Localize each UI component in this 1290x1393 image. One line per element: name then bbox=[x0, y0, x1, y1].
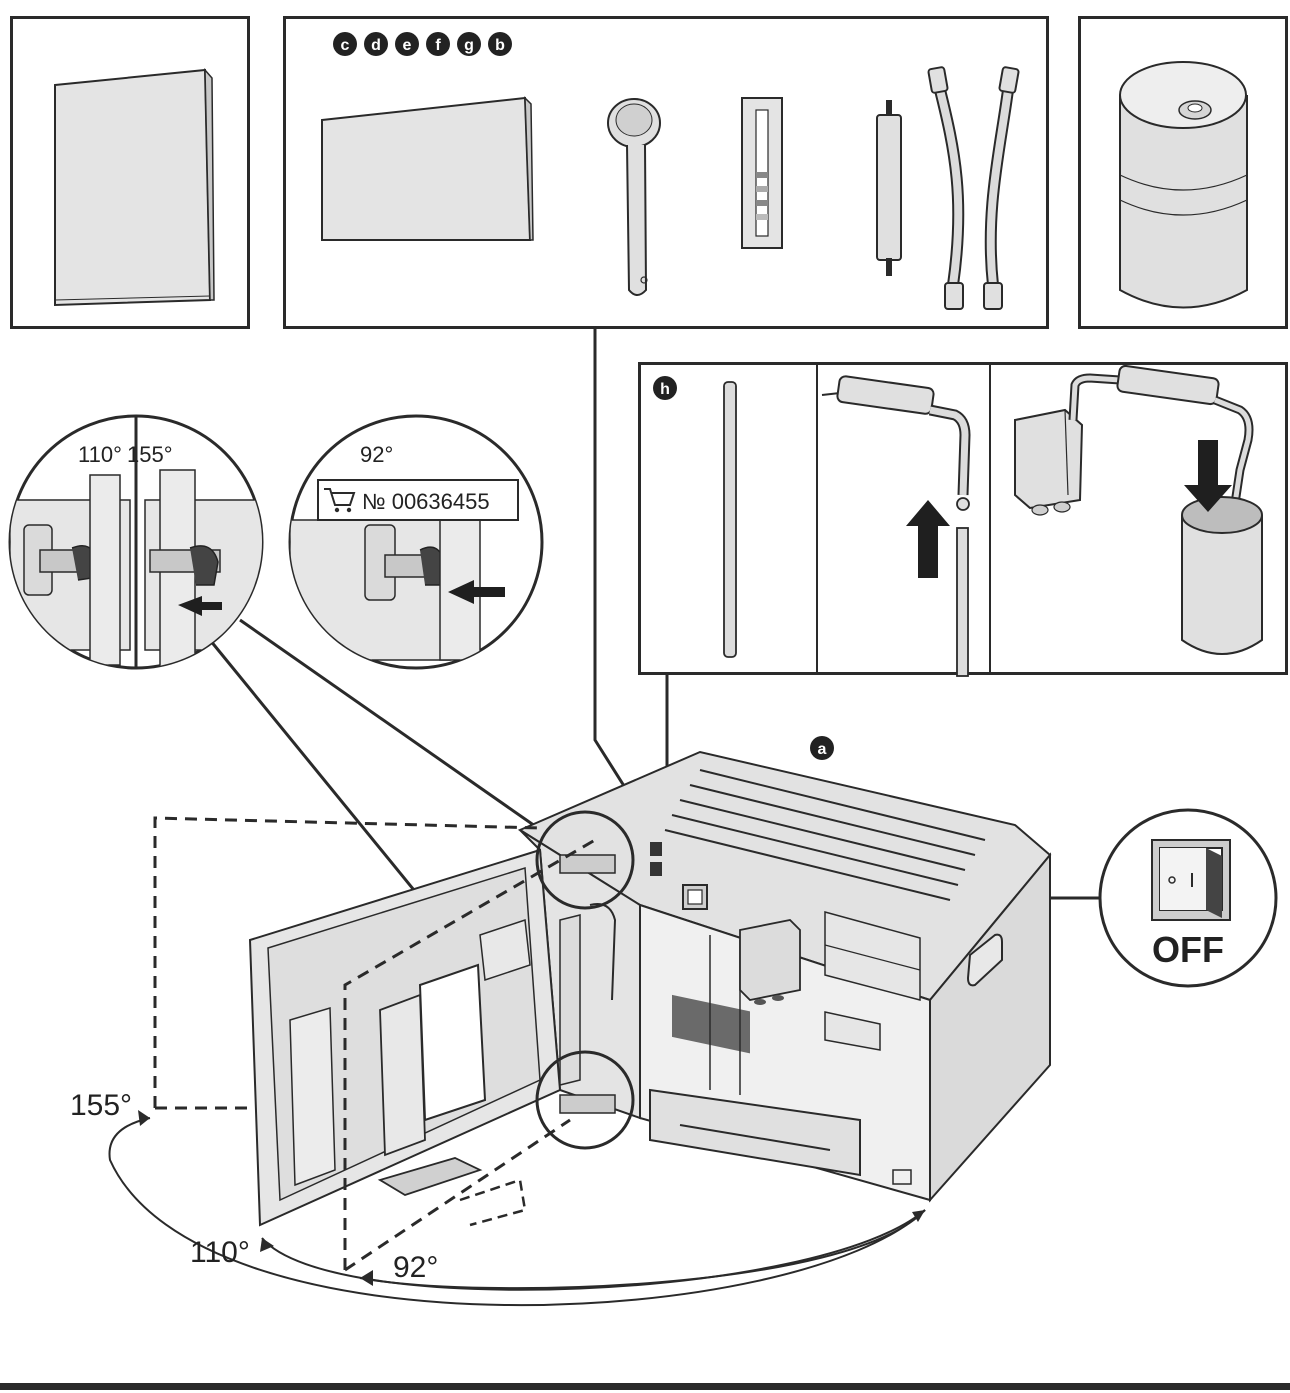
badge-d: d bbox=[371, 37, 381, 54]
milk-container-illustration bbox=[1119, 61, 1248, 309]
hinge-angle-155-label: 155° bbox=[127, 442, 173, 467]
badge-h: h bbox=[660, 381, 670, 398]
power-switch[interactable] bbox=[682, 884, 708, 910]
hinge-zoom-left: 110° 155° bbox=[8, 414, 264, 670]
part-number-label: № 00636455 bbox=[362, 489, 490, 514]
test-strip-icon bbox=[741, 97, 783, 249]
arrow-down-icon bbox=[1184, 440, 1232, 512]
door-angle-110-label: 110° bbox=[190, 1236, 250, 1269]
badge-e: e bbox=[403, 37, 412, 54]
arrow-right-icon bbox=[178, 596, 222, 616]
arrow-up-icon bbox=[906, 500, 950, 578]
badge-a: a bbox=[818, 741, 827, 758]
door-angle-guides: 155° 110° 92° bbox=[70, 816, 926, 1307]
power-switch-zoom: OFF bbox=[1098, 808, 1278, 988]
measuring-spoon-icon bbox=[607, 98, 661, 296]
coffee-machine-illustration bbox=[248, 750, 1052, 1227]
arrow-left-icon bbox=[448, 580, 505, 604]
door-angle-92-label: 92° bbox=[393, 1251, 438, 1284]
hinge-angle-92-label: 92° bbox=[360, 442, 393, 467]
switch-off-label: OFF bbox=[1152, 929, 1224, 970]
bottom-rule bbox=[0, 1383, 1290, 1390]
hose-steps: h bbox=[653, 364, 1263, 677]
badge-f: f bbox=[435, 37, 441, 54]
badge-g: g bbox=[464, 37, 474, 54]
badge-c: c bbox=[341, 37, 350, 54]
accessory-badges: c d e f g b bbox=[333, 32, 512, 56]
hinge-angle-110-label: 110° bbox=[78, 442, 122, 467]
milk-hoses-icon bbox=[927, 66, 1020, 310]
badge-b: b bbox=[495, 37, 505, 54]
milk-connector-icon bbox=[876, 100, 902, 276]
door-angle-155-label: 155° bbox=[70, 1089, 132, 1122]
cart-icon bbox=[324, 488, 356, 513]
hinge-zoom-right: 92° № 00636455 bbox=[288, 414, 544, 670]
quick-guide-illustration bbox=[321, 96, 534, 241]
manual-booklet-illustration bbox=[54, 67, 215, 307]
